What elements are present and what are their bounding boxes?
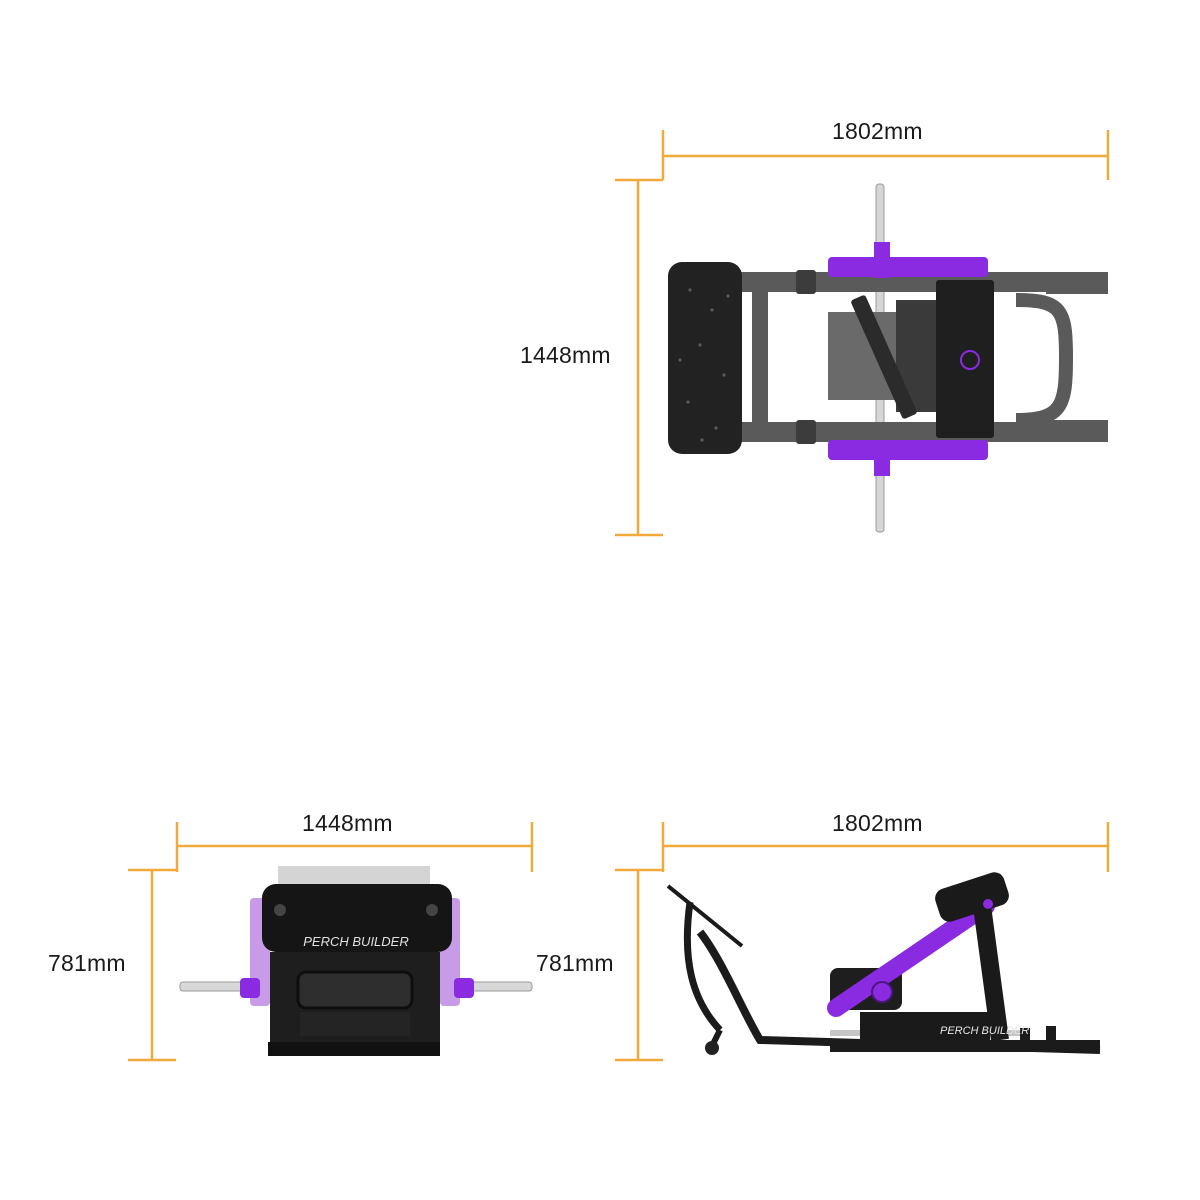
front-view-height-label: 781mm bbox=[48, 950, 126, 976]
top-view-depth-dimension bbox=[615, 178, 663, 537]
front-view-width-label: 1448mm bbox=[302, 810, 393, 836]
top-view-width-dimension bbox=[661, 130, 1110, 180]
side-view-height-label: 781mm bbox=[536, 950, 614, 976]
front-view-brand-label: PERCH BUILDER bbox=[303, 934, 408, 949]
front-view-height-dimension bbox=[128, 868, 176, 1062]
side-view-brand-label: PERCH BUILDER bbox=[940, 1025, 1029, 1037]
side-view-height-dimension bbox=[615, 868, 663, 1062]
side-view-machine bbox=[666, 872, 1101, 1055]
front-view-width-dimension bbox=[175, 822, 534, 872]
front-view-machine bbox=[179, 866, 533, 1056]
top-view-width-label: 1802mm bbox=[832, 118, 923, 144]
side-view-length-label: 1802mm bbox=[832, 810, 923, 836]
top-view-depth-label: 1448mm bbox=[520, 342, 611, 368]
side-view-length-dimension bbox=[661, 822, 1110, 872]
top-view-machine bbox=[668, 183, 1108, 533]
